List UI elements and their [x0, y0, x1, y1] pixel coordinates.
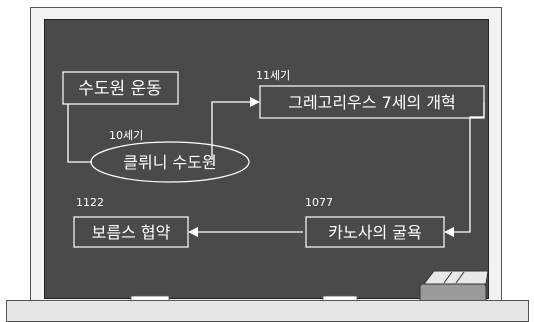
- node-worms-box: [73, 216, 189, 248]
- arrow-to-canossa: [444, 227, 454, 237]
- arrow-to-gregorian: [250, 97, 260, 107]
- link-cluny-to-gregorian: [211, 101, 250, 160]
- link-monastic-to-cluny: [67, 104, 92, 163]
- node-gregorian-reform-box: [259, 85, 485, 119]
- node-monastic-movement: 수도원 운동: [78, 79, 162, 99]
- label-year-1122: 1122: [76, 196, 104, 209]
- node-monastic-movement-box: [62, 71, 179, 105]
- link-gregorian-to-canossa: [454, 102, 485, 233]
- label-10th-century: 10세기: [109, 129, 143, 142]
- eraser-icon: [419, 270, 489, 303]
- node-canossa-box: [305, 216, 445, 248]
- node-worms: 보름스 협약: [92, 223, 171, 242]
- node-gregorian-reform: 그레고리우스 7세의 개혁: [288, 93, 456, 112]
- chalkboard: [44, 19, 489, 299]
- arrow-to-worms: [188, 227, 198, 237]
- label-year-1077: 1077: [305, 196, 333, 209]
- node-canossa: 카노사의 굴욕: [328, 223, 421, 242]
- chalkboard-ledge: [6, 300, 529, 322]
- label-11th-century: 11세기: [256, 69, 290, 82]
- node-cluny-ellipse: [90, 141, 250, 183]
- node-cluny: 클뤼니 수도원: [123, 153, 216, 172]
